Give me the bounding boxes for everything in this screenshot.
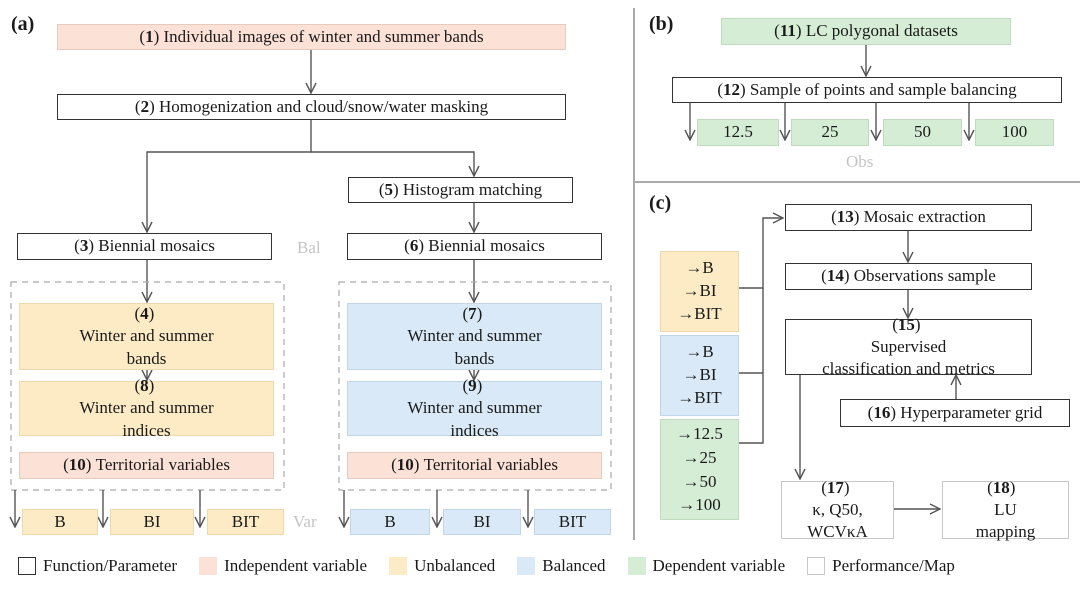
legend-item-performance: Performance/Map (807, 556, 955, 576)
legend-item-dependent: Dependent variable (627, 556, 785, 576)
step-5-box: (5) Histogram matching (348, 177, 573, 203)
legend-swatch-unbalanced (389, 557, 408, 575)
step-8-box: (8) Winter and summer indices (19, 376, 274, 440)
obs-output-12-5: 12.5 (697, 119, 779, 146)
legend-swatch-balanced (517, 557, 536, 575)
c-input-balanced-bit: →BIT (677, 387, 722, 407)
c-input-balanced-b: →B (685, 342, 714, 362)
c-input-obs-50: →50 (682, 471, 717, 491)
step-13-box: (13) Mosaic extraction (785, 204, 1032, 231)
var-output-unbalanced-b: B (22, 509, 98, 535)
c-input-balanced-bi: →BI (682, 365, 717, 385)
panel-label-a: (a) (11, 13, 35, 35)
ghost-label-obs: Obs (846, 152, 874, 171)
legend-swatch-function (18, 557, 36, 575)
legend-swatch-dependent (627, 557, 646, 575)
panel-label-b: (b) (649, 13, 674, 35)
step-12-box: (12) Sample of points and sample balanci… (672, 77, 1062, 103)
panel-label-c: (c) (649, 192, 672, 214)
step-15-box: (15) Supervised classification and metri… (785, 315, 1032, 378)
legend-item-independent: Independent variable (199, 556, 367, 576)
step-16-box: (16) Hyperparameter grid (840, 399, 1070, 427)
c-input-balanced: →B →BI →BIT (660, 335, 739, 416)
legend-swatch-independent (199, 557, 218, 575)
var-output-balanced-bi: BI (443, 509, 521, 535)
step-1-box: (1) Individual images of winter and summ… (57, 24, 566, 50)
legend-item-unbalanced: Unbalanced (389, 556, 495, 576)
c-input-unbalanced: →B →BI →BIT (660, 251, 739, 332)
step-11-box: (11) LC polygonal datasets (721, 18, 1011, 45)
legend-item-function: Function/Parameter (18, 556, 177, 576)
c-input-unbalanced-bit: →BIT (677, 303, 722, 323)
c-input-unbalanced-bi: →BI (682, 281, 717, 301)
ghost-label-var: Var (293, 512, 317, 531)
step-18-box: (18) LU mapping (942, 478, 1069, 541)
var-output-unbalanced-bit: BIT (207, 509, 284, 535)
step-2-box: (2) Homogenization and cloud/snow/water … (57, 94, 566, 120)
step-10-box-balanced: (10) Territorial variables (347, 452, 602, 479)
step-10-box-unbalanced: (10) Territorial variables (19, 452, 274, 479)
obs-output-25: 25 (791, 119, 869, 146)
c-input-observations: →12.5 →25 →50 →100 (660, 419, 739, 520)
c-input-unbalanced-b: →B (685, 258, 714, 278)
c-input-obs-25: →25 (682, 447, 717, 467)
step-17-box: (17) κ, Q50, WCVκA (781, 478, 894, 541)
obs-output-50: 50 (883, 119, 962, 146)
c-input-obs-100: →100 (678, 495, 721, 515)
legend: Function/Parameter Independent variable … (18, 556, 977, 576)
step-3-box: (3) Biennial mosaics (17, 233, 272, 260)
c-input-obs-12-5: →12.5 (676, 423, 723, 443)
var-output-balanced-b: B (350, 509, 430, 535)
ghost-label-bal: Bal (297, 238, 321, 257)
step-7-box: (7) Winter and summer bands (347, 303, 602, 370)
legend-swatch-performance (807, 557, 826, 575)
var-output-balanced-bit: BIT (534, 509, 611, 535)
step-6-box: (6) Biennial mosaics (347, 233, 602, 260)
step-14-box: (14) Observations sample (785, 263, 1032, 290)
step-4-box: (4) Winter and summer bands (19, 303, 274, 370)
legend-item-balanced: Balanced (517, 556, 606, 576)
var-output-unbalanced-bi: BI (110, 509, 194, 535)
step-9-box: (9) Winter and summer indices (347, 376, 602, 440)
obs-output-100: 100 (975, 119, 1054, 146)
